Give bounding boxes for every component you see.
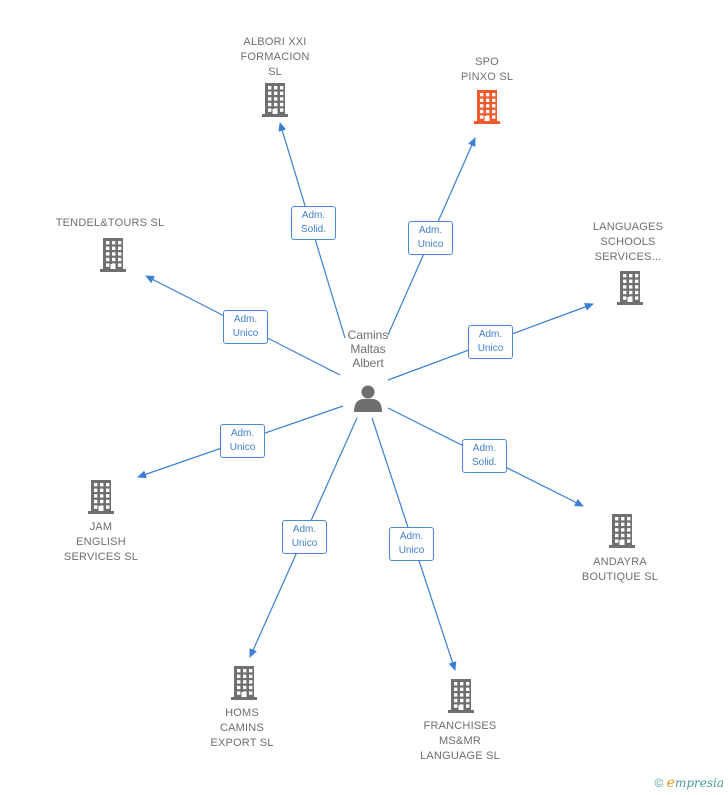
company-name-line: ENGLISH	[76, 536, 126, 548]
relation-label-line: Unico	[232, 328, 259, 339]
relation-label-line: Adm.	[478, 329, 503, 340]
building-icon-albori[interactable]	[262, 83, 288, 117]
company-name-line: LANGUAGE SL	[420, 750, 500, 762]
company-name-line: FRANCHISES	[423, 720, 497, 732]
company-name-homs[interactable]: HOMS CAMINS EXPORT SL	[177, 706, 307, 751]
person-icon[interactable]	[354, 385, 382, 413]
company-name-languages[interactable]: LANGUAGES SCHOOLS SERVICES...	[563, 220, 693, 265]
company-name-line: ALBORI XXI	[243, 36, 307, 48]
company-name-tendel[interactable]: TENDEL&TOURS SL	[45, 216, 175, 231]
company-name-line: LANGUAGES	[592, 221, 664, 233]
company-name-line: SPO	[475, 56, 499, 68]
company-name-albori[interactable]: ALBORI XXI FORMACION SL	[210, 35, 340, 80]
building-icon-spo[interactable]	[474, 90, 500, 124]
building-icon-andayra[interactable]	[609, 514, 635, 548]
relation-label-andayra[interactable]: Adm. Solid.	[462, 439, 507, 473]
relation-label-line: Unico	[291, 538, 318, 549]
relation-label-spo[interactable]: Adm. Unico	[408, 221, 453, 255]
company-name-franchises[interactable]: FRANCHISES MS&MR LANGUAGE SL	[395, 719, 525, 764]
center-name-line: Maltas	[350, 342, 386, 356]
center-name-line: Albert	[352, 356, 384, 370]
center-person-name[interactable]: Camins Maltas Albert	[328, 328, 408, 370]
relation-label-line: Adm.	[233, 314, 258, 325]
node-icons	[88, 83, 643, 713]
brand-name: mpresia	[674, 776, 724, 790]
company-name-line: MS&MR	[439, 735, 481, 747]
company-name-line: CAMINS	[220, 722, 264, 734]
relation-label-line: Unico	[398, 545, 425, 556]
relation-label-line: Unico	[477, 343, 504, 354]
company-name-line: SERVICES SL	[63, 551, 139, 563]
company-name-line: FORMACION	[240, 51, 310, 63]
company-name-andayra[interactable]: ANDAYRA BOUTIQUE SL	[555, 555, 685, 585]
relation-label-line: Adm.	[230, 428, 255, 439]
company-name-line: BOUTIQUE SL	[581, 571, 659, 583]
relation-label-tendel[interactable]: Adm. Unico	[223, 310, 268, 344]
relation-label-line: Adm.	[418, 225, 443, 236]
relation-label-line: Adm.	[399, 531, 424, 542]
building-icon-tendel[interactable]	[100, 238, 126, 272]
company-name-line: SCHOOLS	[600, 236, 656, 248]
relation-label-line: Adm.	[301, 210, 326, 221]
company-name-line: TENDEL&TOURS SL	[55, 217, 165, 229]
company-name-line: HOMS	[225, 707, 259, 719]
building-icon-franchises[interactable]	[448, 679, 474, 713]
relation-label-line: Solid.	[300, 224, 326, 235]
company-name-line: JAM	[89, 521, 113, 533]
company-name-spo[interactable]: SPO PINXO SL	[422, 55, 552, 85]
company-name-line: ANDAYRA	[593, 556, 647, 568]
building-icon-jam[interactable]	[88, 480, 114, 514]
copyright-icon: ©	[654, 776, 664, 790]
center-name-line: Camins	[347, 328, 389, 342]
brand-initial: e	[666, 775, 675, 791]
relation-label-franchises[interactable]: Adm. Unico	[389, 527, 434, 561]
relation-label-jam[interactable]: Adm. Unico	[220, 424, 265, 458]
relation-label-albori[interactable]: Adm. Solid.	[291, 206, 336, 240]
relation-label-line: Adm.	[292, 524, 317, 535]
relation-label-line: Adm.	[472, 443, 497, 454]
company-name-line: SL	[268, 66, 282, 78]
relation-label-line: Solid.	[471, 457, 497, 468]
company-name-line: SERVICES...	[594, 251, 662, 263]
relation-label-line: Unico	[417, 239, 444, 250]
relation-label-homs[interactable]: Adm. Unico	[282, 520, 327, 554]
building-icon-homs[interactable]	[231, 666, 257, 700]
brand-footer: © empresia	[654, 775, 724, 791]
relation-label-languages[interactable]: Adm. Unico	[468, 325, 513, 359]
relation-label-line: Unico	[229, 442, 256, 453]
building-icon-languages[interactable]	[617, 271, 643, 305]
company-name-line: PINXO SL	[460, 71, 514, 83]
company-name-line: EXPORT SL	[210, 737, 274, 749]
company-name-jam[interactable]: JAM ENGLISH SERVICES SL	[36, 520, 166, 565]
